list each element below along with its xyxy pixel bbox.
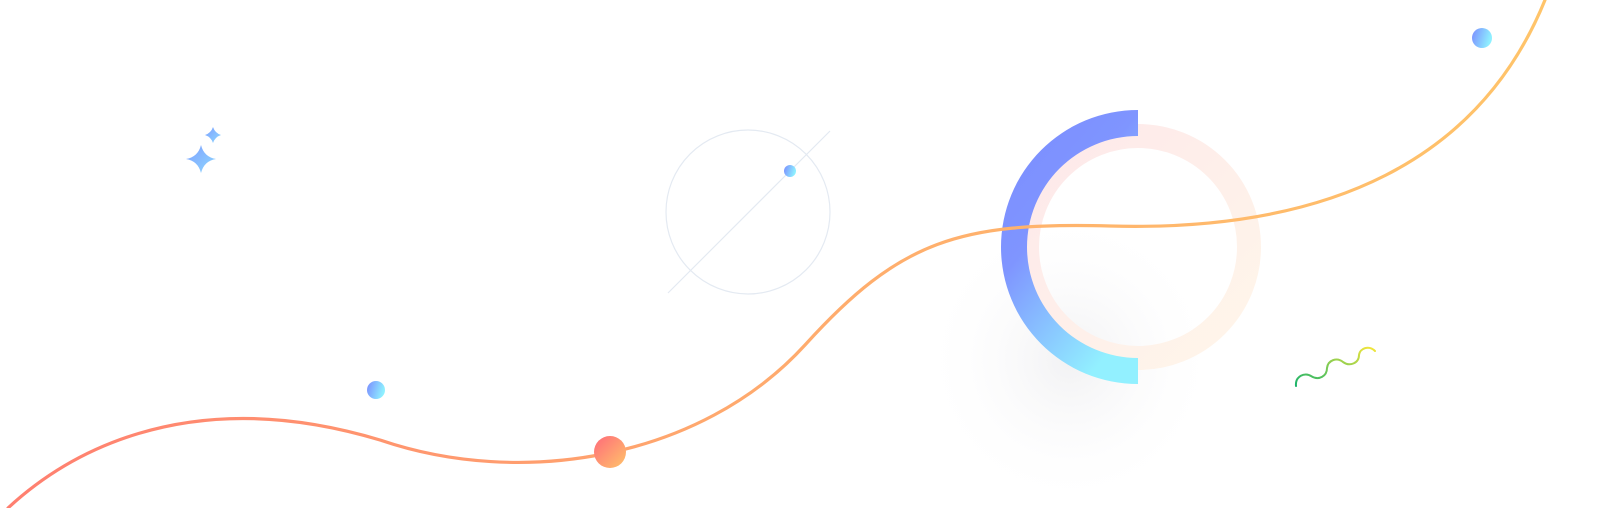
small-dot: [784, 165, 796, 177]
flowing-curve: [6, 0, 1547, 508]
gradient-ball: [594, 436, 626, 468]
diagonal-line: [667, 130, 831, 294]
dot-left: [367, 381, 385, 399]
sparkle-icon-small: [205, 127, 221, 143]
outline-circle: [665, 129, 831, 295]
dot-top-right: [1472, 28, 1492, 48]
squiggle: [1294, 346, 1376, 387]
progress-half-ring: [1001, 110, 1138, 384]
sparkle-icon-large: [186, 145, 216, 173]
